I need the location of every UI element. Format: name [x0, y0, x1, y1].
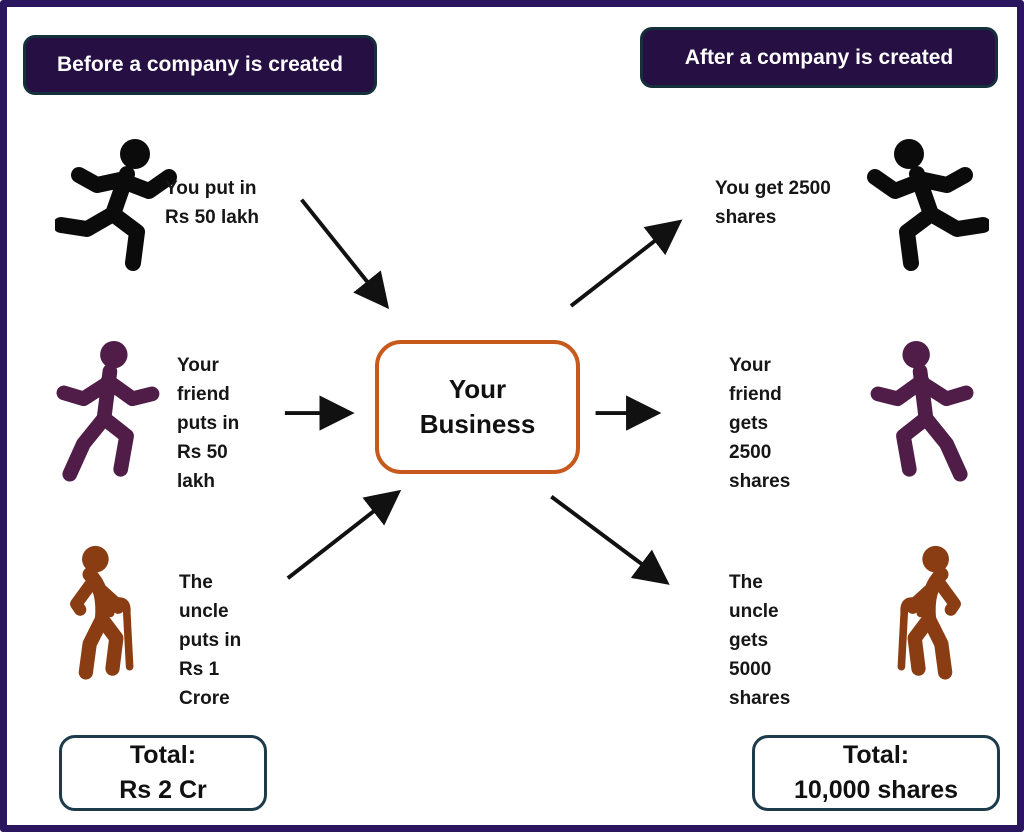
- before-header: Before a company is created: [23, 35, 377, 95]
- walker-icon: [869, 340, 979, 482]
- arrow-business-to-uncle: [550, 495, 670, 585]
- after-uncle-label: The uncle gets 5000 shares: [729, 572, 791, 709]
- total-after-box: Total: 10,000 shares: [752, 735, 1000, 811]
- total-before-box: Total: Rs 2 Cr: [59, 735, 267, 811]
- before-friend-label: Your friend puts in Rs 50 lakh: [177, 355, 240, 492]
- before-uncle-label: The uncle puts in Rs 1 Crore: [179, 572, 242, 709]
- before-you-label: You put in Rs 50 lakh: [165, 178, 259, 228]
- elder-cane-icon: [871, 543, 986, 681]
- walker-icon: [51, 340, 161, 482]
- after-header: After a company is created: [640, 27, 998, 88]
- arrow-uncle-to-business: [286, 489, 402, 580]
- runner-icon: [859, 137, 989, 277]
- your-business-box: Your Business: [375, 340, 580, 474]
- arrow-business-to-you: [569, 219, 683, 308]
- arrow-you-to-business: [300, 198, 390, 310]
- elder-cane-icon: [45, 543, 160, 681]
- after-you-label: You get 2500 shares: [715, 178, 831, 228]
- after-friend-label: Your friend gets 2500 shares: [729, 355, 791, 492]
